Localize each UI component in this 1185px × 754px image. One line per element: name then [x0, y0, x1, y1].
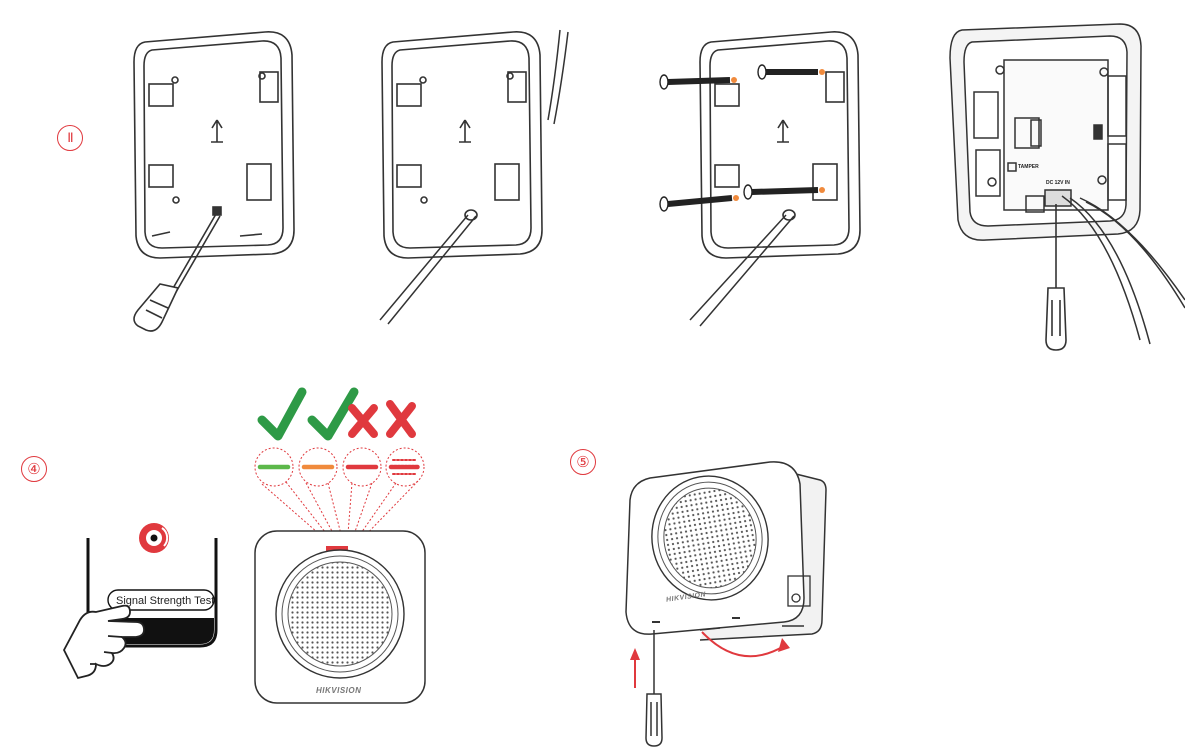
siren-front	[254, 530, 426, 704]
pcb-tamper-label: TAMPER	[1018, 164, 1039, 170]
cross-mark-1	[348, 404, 378, 438]
pcb-power-label: DC 12V IN	[1046, 180, 1070, 186]
panel-2-backplate-cable	[381, 31, 543, 259]
panel-3-backplate-screws	[699, 31, 861, 259]
speaker-grille-5	[663, 487, 757, 589]
signal-strength-test-button[interactable]: Signal Strength Test	[116, 595, 215, 607]
step-2-badge: Ⅱ	[57, 125, 83, 151]
signal-test-button	[107, 589, 215, 611]
indicator-verdicts	[257, 387, 416, 441]
cross-mark-2	[386, 400, 416, 438]
hand-icon	[62, 604, 145, 680]
led-indicator	[326, 546, 348, 552]
indicator-lines	[257, 459, 422, 475]
screws-3	[659, 64, 825, 212]
screwdriver-5	[645, 630, 663, 747]
screwdriver-1	[133, 213, 221, 332]
check-mark-2	[307, 387, 359, 441]
siren-mounted	[625, 461, 827, 641]
rotate-arrow	[701, 631, 790, 658]
check-mark-1	[257, 387, 307, 441]
cable-3	[689, 214, 795, 327]
up-arrow	[630, 648, 640, 688]
cable-4	[1061, 195, 1185, 345]
screwdriver-4	[1045, 204, 1067, 351]
speaker-grille	[287, 561, 393, 667]
panel-1-backplate	[133, 31, 295, 259]
step-5-badge: ⑤	[570, 449, 596, 475]
panel-4-open-device	[949, 23, 1142, 241]
cable-2	[379, 29, 569, 325]
step-4-badge: ④	[21, 456, 47, 482]
brand-logo-front: HIKVISION	[316, 686, 362, 695]
